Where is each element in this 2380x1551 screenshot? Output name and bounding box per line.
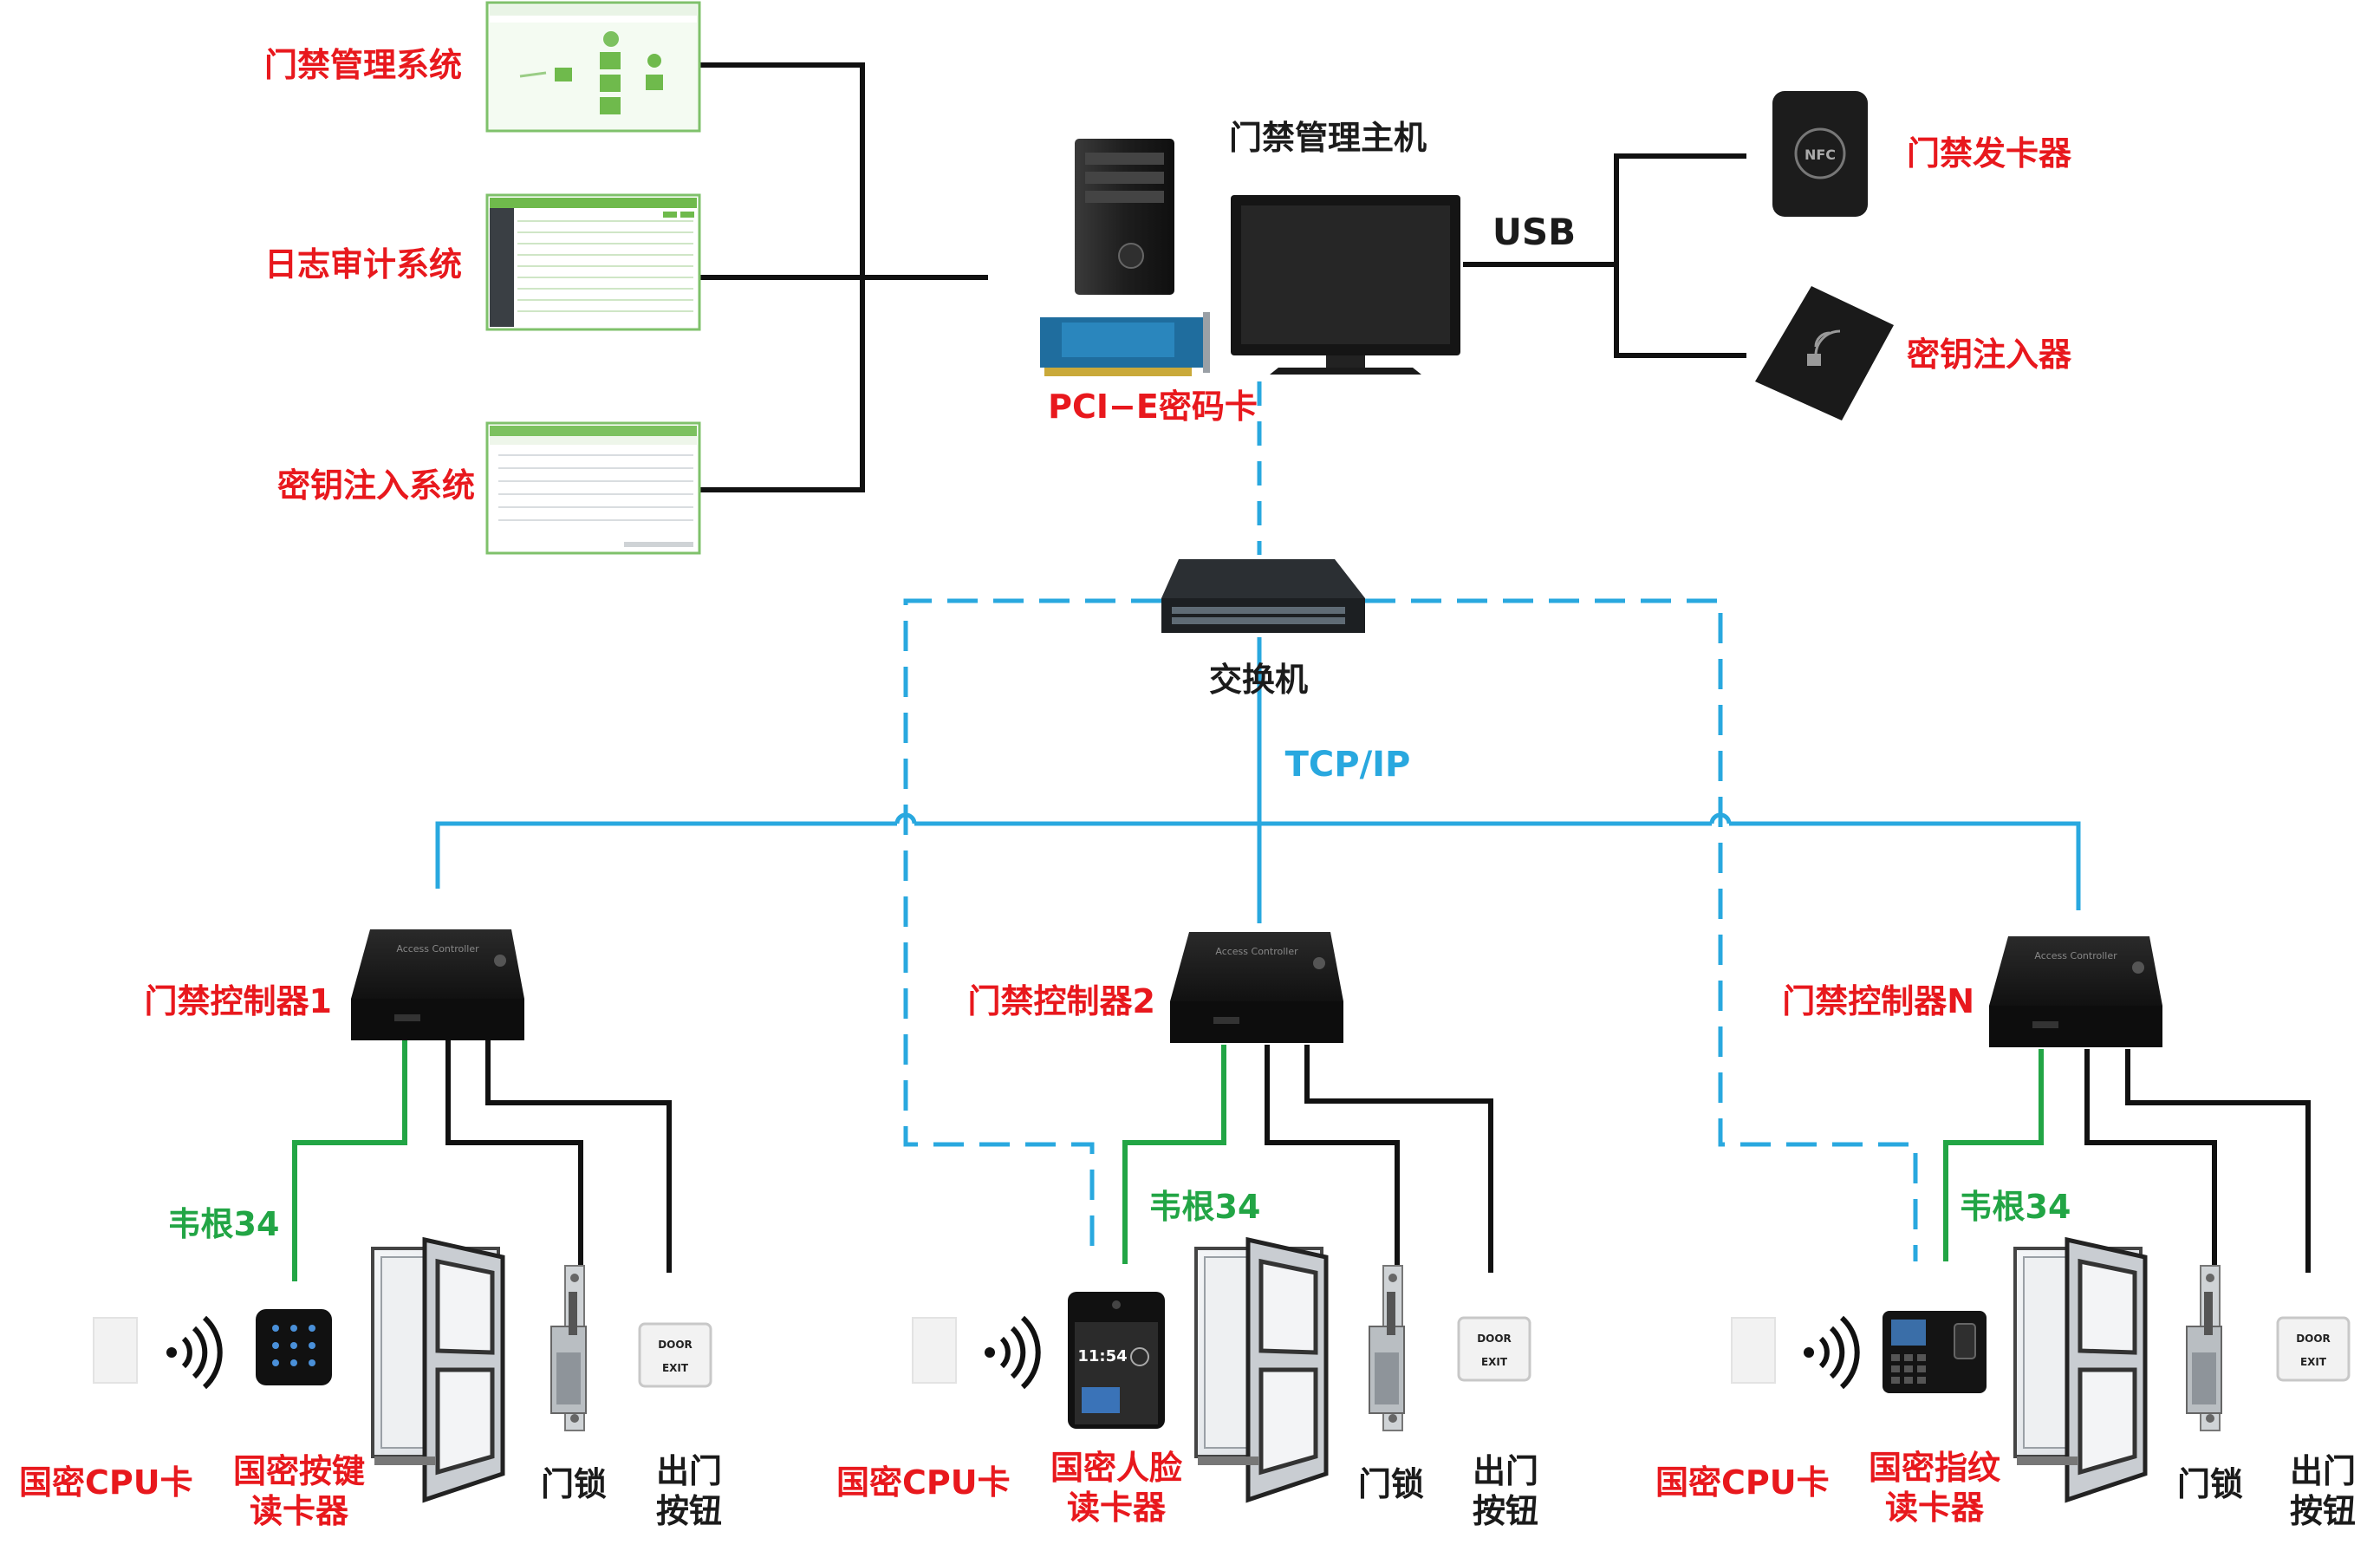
wiegand-1-label: 韦根34 <box>168 1205 280 1243</box>
software-wires <box>698 62 988 492</box>
controller-1-wires <box>292 1040 672 1281</box>
controller-2-box: Access Controller <box>1170 932 1343 1043</box>
svg-text:EXIT: EXIT <box>1481 1356 1508 1368</box>
svg-text:DOOR: DOOR <box>658 1339 693 1351</box>
keypad-reader-label-line2: 读卡器 <box>250 1492 349 1530</box>
exit-button-n-label-line2: 按钮 <box>2290 1492 2356 1530</box>
wireless-2-icon <box>985 1318 1038 1387</box>
access-mgmt-system-label: 门禁管理系统 <box>264 46 462 84</box>
fingerprint-reader-label-line1: 国密指纹 <box>1869 1449 2001 1487</box>
svg-text:EXIT: EXIT <box>662 1362 689 1374</box>
wireless-1-icon <box>166 1318 220 1387</box>
door-lock-2-icon <box>1369 1265 1405 1431</box>
exit-button-n-icon: DOOR EXIT <box>2276 1316 2351 1382</box>
svg-text:DOOR: DOOR <box>1477 1333 1512 1345</box>
exit-button-1-label-line2: 按钮 <box>656 1492 722 1530</box>
card-issuer-icon: NFC <box>1772 91 1868 217</box>
controller-n-box: Access Controller <box>1989 936 2162 1047</box>
host-tower-icon <box>1075 139 1174 295</box>
wireless-n-icon <box>1804 1318 1857 1387</box>
host-monitor-icon <box>1231 195 1460 375</box>
door-lock-1-label: 门锁 <box>541 1465 607 1503</box>
controller-1-label: 门禁控制器1 <box>145 982 332 1020</box>
face-reader-time: 11:54 <box>1077 1347 1127 1365</box>
door-lock-2-label: 门锁 <box>1358 1465 1424 1503</box>
face-reader-label-line2: 读卡器 <box>1067 1489 1167 1527</box>
keypad-reader-label-line1: 国密按键 <box>233 1452 365 1490</box>
cpu-card-n-icon <box>1731 1317 1776 1384</box>
controller-2-wires <box>1122 1045 1493 1273</box>
card-issuer-label: 门禁发卡器 <box>1907 134 2072 173</box>
exit-button-n-label-line1: 出门 <box>2290 1452 2356 1490</box>
door-lock-n-icon <box>2186 1265 2222 1431</box>
controller-1-box: Access Controller <box>351 929 524 1040</box>
usb-label: USB <box>1492 211 1576 253</box>
controller-n-label: 门禁控制器N <box>1782 982 1974 1020</box>
log-audit-screenshot[interactable] <box>485 193 701 331</box>
controller-panel-text: Access Controller <box>396 943 479 955</box>
cpu-card-2-label: 国密CPU卡 <box>836 1463 1011 1502</box>
exit-button-2-icon: DOOR EXIT <box>1457 1316 1531 1382</box>
door-n-icon <box>2015 1240 2145 1500</box>
key-injector-label: 密钥注入器 <box>1907 336 2072 374</box>
door-2-icon <box>1196 1240 1326 1500</box>
keypad-reader-icon <box>256 1309 332 1385</box>
exit-button-2-label-line1: 出门 <box>1473 1452 1538 1490</box>
wiegand-2-label: 韦根34 <box>1149 1188 1261 1226</box>
controller-panel-text: Access Controller <box>1215 946 1298 957</box>
key-inject-screenshot[interactable] <box>485 421 701 555</box>
nfc-text: NFC <box>1805 147 1836 163</box>
usb-wires <box>1463 153 1746 358</box>
network-links <box>435 381 2081 1261</box>
exit-button-1-icon: DOOR EXIT <box>638 1322 712 1388</box>
fingerprint-reader-label-line2: 读卡器 <box>1885 1489 1985 1527</box>
pcie-card-label: PCI−E密码卡 <box>1048 388 1258 426</box>
controller-n-wires <box>1943 1049 2311 1273</box>
switch-icon <box>1161 559 1365 633</box>
fingerprint-reader-icon <box>1883 1311 1987 1393</box>
svg-text:DOOR: DOOR <box>2296 1333 2331 1345</box>
door-lock-1-icon <box>550 1265 587 1431</box>
key-injector-icon <box>1755 286 1894 420</box>
exit-button-2-label-line2: 按钮 <box>1473 1492 1538 1530</box>
pcie-card-icon <box>1040 312 1210 376</box>
tcpip-label: TCP/IP <box>1285 745 1411 785</box>
cpu-card-n-label: 国密CPU卡 <box>1655 1463 1830 1502</box>
exit-button-1-label-line1: 出门 <box>656 1452 722 1490</box>
access-mgmt-screenshot[interactable] <box>485 1 701 133</box>
controller-2-label: 门禁控制器2 <box>968 982 1155 1020</box>
door-lock-n-label: 门锁 <box>2177 1465 2243 1503</box>
key-inject-system-label: 密钥注入系统 <box>277 466 475 505</box>
face-reader-label-line1: 国密人脸 <box>1050 1449 1183 1487</box>
cpu-card-1-label: 国密CPU卡 <box>19 1463 193 1502</box>
face-reader-icon: 11:54 <box>1068 1292 1165 1429</box>
cpu-card-2-icon <box>912 1317 957 1384</box>
cpu-card-1-icon <box>93 1317 138 1384</box>
controller-panel-text: Access Controller <box>2034 950 2117 961</box>
log-audit-system-label: 日志审计系统 <box>264 245 462 283</box>
door-1-icon <box>373 1240 503 1500</box>
wiegand-n-label: 韦根34 <box>1960 1188 2071 1226</box>
switch-label: 交换机 <box>1209 661 1308 699</box>
host-title: 门禁管理主机 <box>1229 119 1427 157</box>
svg-text:EXIT: EXIT <box>2300 1356 2327 1368</box>
